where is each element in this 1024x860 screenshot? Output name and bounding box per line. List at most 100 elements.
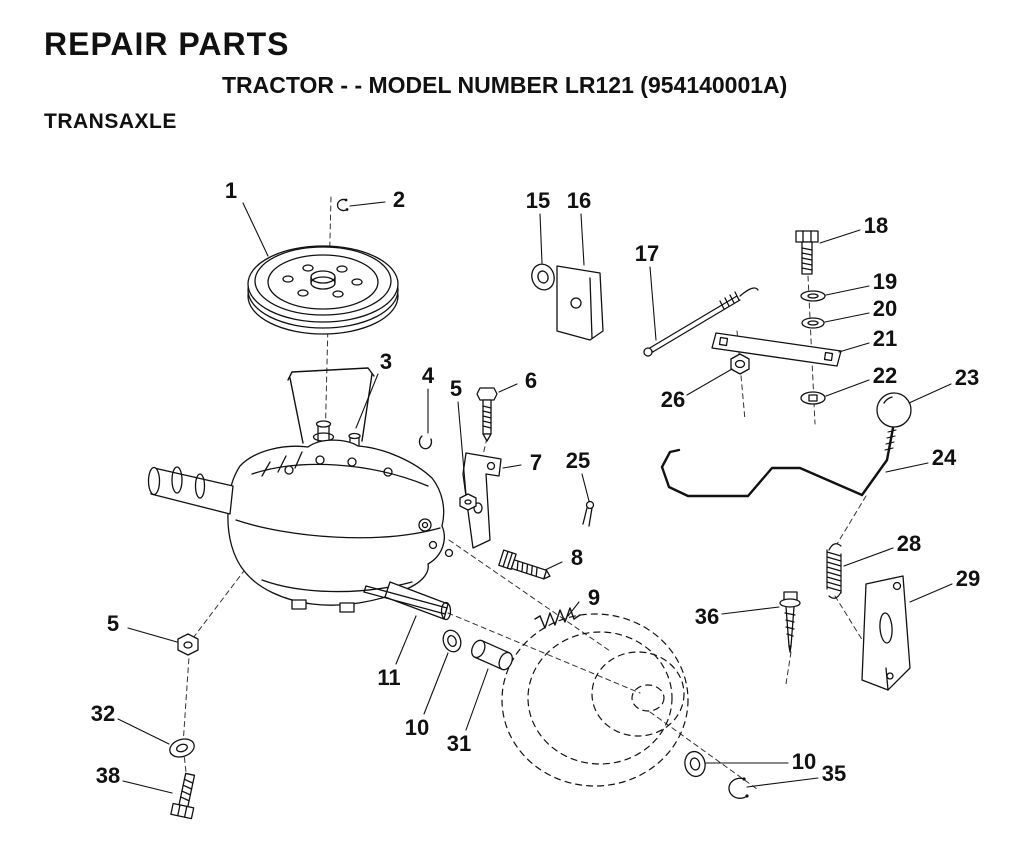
callout-28: 28 [896, 531, 922, 556]
callout-21: 21 [872, 326, 898, 351]
leader-11 [395, 615, 417, 665]
part-shaft-11 [363, 585, 448, 615]
callout-5-left: 5 [106, 611, 120, 636]
leader-10-left [423, 652, 449, 715]
part-pulley [247, 245, 399, 335]
callout-31: 31 [446, 731, 472, 756]
leader-15 [539, 213, 543, 264]
part-nut-5-left [177, 633, 199, 656]
callout-4: 4 [421, 363, 435, 388]
part-bushing-31 [471, 639, 513, 671]
callout-10-right: 10 [791, 749, 817, 774]
part-e-ring-35 [728, 777, 749, 799]
part-bolt-8 [498, 549, 551, 580]
part-screw-36 [779, 591, 801, 653]
callout-20: 20 [872, 296, 898, 321]
leader-6 [498, 383, 518, 393]
callout-16: 16 [566, 188, 592, 213]
part-retainer-clip-2 [336, 198, 349, 212]
part-clip-4 [418, 435, 433, 450]
leader-29 [909, 583, 953, 603]
callout-36: 36 [694, 604, 720, 629]
part-shift-rod-24 [660, 426, 897, 498]
callout-2: 2 [392, 187, 406, 212]
part-plate-21 [711, 332, 842, 367]
leader-7 [502, 464, 522, 469]
callout-24: 24 [931, 445, 957, 470]
part-bracket-16 [556, 265, 604, 341]
leader-24 [885, 462, 929, 473]
construction-lines [182, 196, 867, 791]
callout-6: 6 [524, 368, 538, 393]
leader-18 [819, 229, 861, 244]
leader-23 [908, 383, 952, 404]
leader-1 [242, 202, 269, 257]
part-washer-10-right [684, 750, 706, 778]
callout-10-left: 10 [404, 715, 430, 740]
part-spring-9 [534, 607, 581, 629]
leader-36 [721, 606, 780, 615]
leader-17 [649, 266, 657, 341]
leader-19 [825, 285, 870, 296]
leader-5-left [127, 627, 178, 643]
part-transaxle-housing [147, 420, 454, 621]
section-label: TRANSAXLE [44, 110, 177, 133]
leader-8 [544, 561, 563, 571]
callout-17: 17 [634, 241, 660, 266]
callout-3: 3 [379, 349, 393, 374]
callout-15: 15 [525, 188, 551, 213]
part-nut-5-upper [459, 493, 477, 511]
callout-8: 8 [570, 545, 584, 570]
part-bracket-7 [462, 452, 502, 549]
leader-28 [843, 547, 894, 567]
part-washer-15 [531, 263, 555, 291]
callout-18: 18 [863, 213, 889, 238]
page-title: REPAIR PARTS [44, 26, 290, 62]
leader-9 [567, 601, 580, 617]
callout-26: 26 [660, 387, 686, 412]
callout-7: 7 [529, 450, 543, 475]
callout-5-upper: 5 [449, 376, 463, 401]
part-washer-19 [800, 290, 826, 302]
support-strap [287, 367, 375, 444]
part-cotter-pin-25 [582, 500, 595, 527]
part-bolt-18 [795, 230, 819, 275]
callout-29: 29 [955, 566, 981, 591]
leader-21 [838, 342, 870, 353]
wheel-phantom [501, 613, 689, 787]
callout-11: 11 [377, 665, 401, 690]
part-bolt-6 [476, 387, 498, 442]
part-washer-20 [801, 317, 825, 329]
part-spring-28 [826, 543, 842, 599]
part-knob-23 [876, 392, 912, 428]
leader-2 [349, 201, 386, 207]
part-bracket-29 [861, 575, 911, 691]
callout-9: 9 [587, 585, 601, 610]
leader-35 [746, 777, 819, 788]
callout-38: 38 [95, 763, 121, 788]
model-subtitle: TRACTOR - - MODEL NUMBER LR121 (95414000… [222, 72, 788, 98]
leader-16 [580, 213, 585, 266]
callout-25: 25 [565, 448, 591, 473]
part-bolt-38 [170, 772, 196, 820]
callout-22: 22 [872, 363, 898, 388]
callout-35: 35 [821, 761, 847, 786]
part-nut-26 [730, 353, 750, 375]
part-rod-17 [643, 287, 759, 357]
part-washer-32 [169, 738, 195, 758]
leader-26 [686, 368, 733, 396]
callout-23: 23 [954, 365, 980, 390]
leader-20 [824, 312, 870, 323]
callout-32: 32 [90, 701, 116, 726]
leader-25 [581, 473, 590, 502]
leader-38 [122, 780, 173, 794]
leader-3 [355, 373, 379, 429]
part-washer-22 [800, 391, 826, 405]
callout-19: 19 [872, 269, 898, 294]
callout-1: 1 [224, 178, 238, 203]
leader-32 [117, 718, 170, 745]
leader-31 [465, 668, 489, 731]
